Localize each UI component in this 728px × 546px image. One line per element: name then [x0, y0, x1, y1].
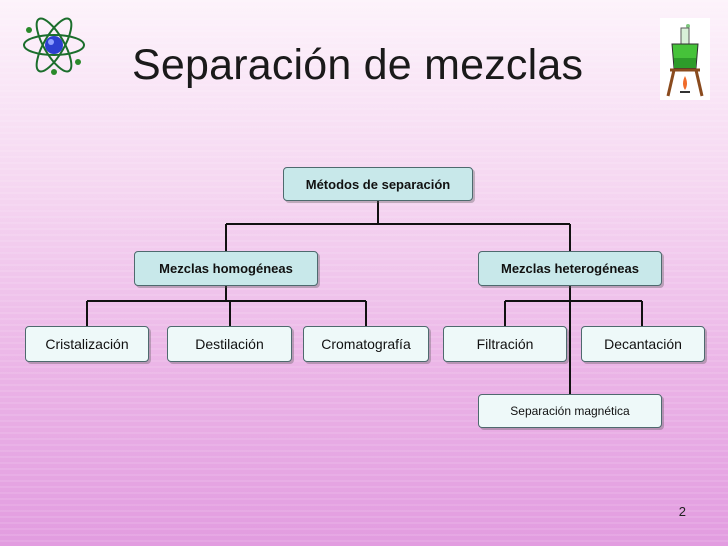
root-node: Métodos de separación [283, 167, 473, 201]
leaf-node-cromatografia: Cromatografía [303, 326, 429, 362]
page-number: 2 [678, 504, 686, 519]
branch-node-heterogeneous: Mezclas heterogéneas [478, 251, 662, 286]
leaf-node-filtracion: Filtración [443, 326, 567, 362]
lab-apparatus-icon [660, 18, 710, 100]
leaf-node-separacion-magnetica: Separación magnética [478, 394, 662, 428]
leaf-node-cristalizacion: Cristalización [25, 326, 149, 362]
leaf-node-destilacion: Destilación [167, 326, 292, 362]
slide-title: Separación de mezclas [132, 41, 584, 89]
branch-node-homogeneous: Mezclas homogéneas [134, 251, 318, 286]
leaf-node-decantacion: Decantación [581, 326, 705, 362]
atom-icon [23, 17, 85, 75]
